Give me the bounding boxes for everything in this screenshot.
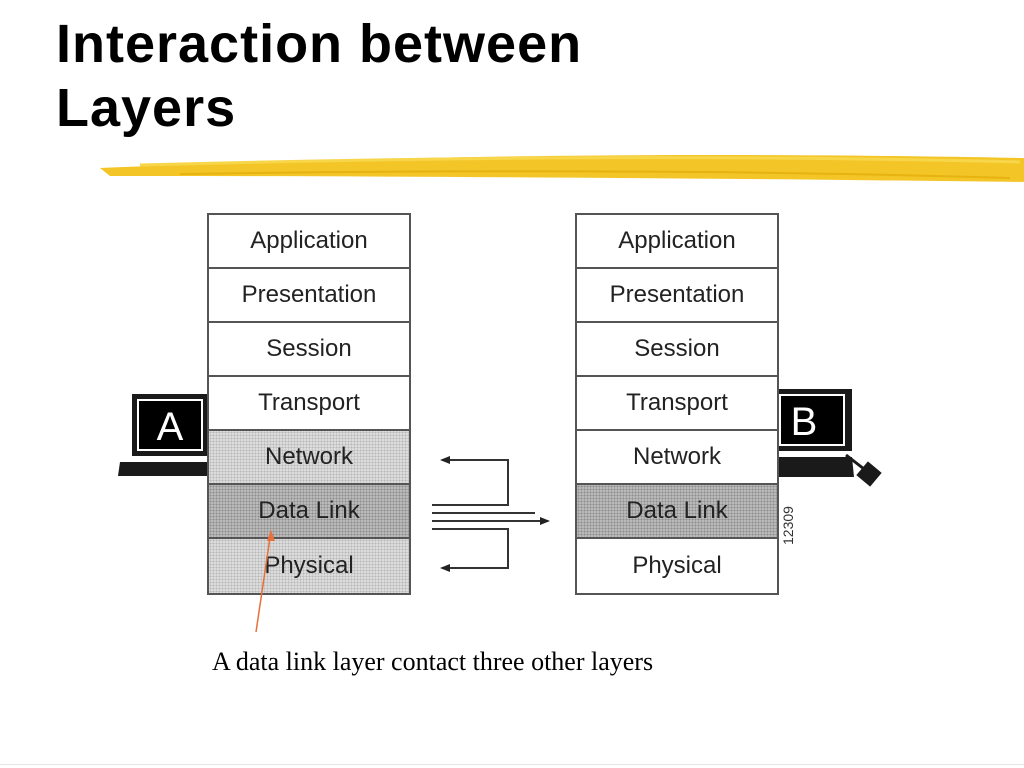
layer-a-data-link: Data Link — [209, 485, 409, 539]
diagram-caption: A data link layer contact three other la… — [212, 647, 654, 676]
layer-a-physical: Physical — [209, 539, 409, 593]
layer-b-data-link: Data Link — [577, 485, 777, 539]
figure-id: 12309 — [780, 506, 796, 545]
layer-a-presentation: Presentation — [209, 269, 409, 323]
slide-title: Interaction between Layers — [56, 14, 583, 138]
computer-b-icon: B — [776, 389, 882, 487]
title-underline-stroke — [100, 155, 1024, 182]
layer-b-network: Network — [577, 431, 777, 485]
arrow-to-network — [432, 456, 509, 506]
layer-a-network: Network — [209, 431, 409, 485]
annotation-pointer-line — [255, 530, 272, 633]
layer-b-presentation: Presentation — [577, 269, 777, 323]
layer-b-physical: Physical — [577, 539, 777, 593]
layer-b-application: Application — [577, 215, 777, 269]
layer-a-application: Application — [209, 215, 409, 269]
osi-stack-b: Application Presentation Session Transpo… — [575, 213, 779, 595]
arrow-to-peer-data-link — [432, 512, 550, 525]
footer-divider — [0, 764, 1024, 765]
annotation-pointer-arrowhead — [267, 530, 275, 541]
computer-b-label: B — [791, 400, 818, 444]
osi-stack-a: Application Presentation Session Transpo… — [207, 213, 411, 595]
computer-a-label: A — [157, 405, 184, 449]
layer-b-session: Session — [577, 323, 777, 377]
layer-b-transport: Transport — [577, 377, 777, 431]
layer-a-transport: Transport — [209, 377, 409, 431]
arrow-to-physical — [432, 528, 509, 572]
layer-a-session: Session — [209, 323, 409, 377]
computer-a-icon: A — [118, 394, 210, 476]
